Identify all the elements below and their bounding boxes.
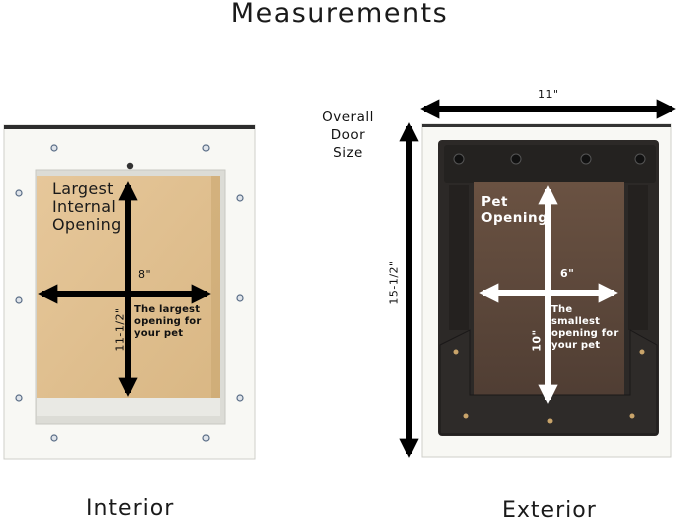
exterior-dimension-arrows <box>479 185 618 404</box>
interior-height-label: 11-1/2" <box>113 307 127 352</box>
screw-heads <box>15 144 244 442</box>
interior-dimension-arrows <box>38 181 211 397</box>
interior-note: The largest opening for your pet <box>134 304 202 339</box>
overall-size-label: Overall Door Size <box>322 109 374 161</box>
interior-width-label: 8" <box>138 268 152 281</box>
overall-dimension-arrows <box>399 99 676 458</box>
page-title: Measurements <box>230 0 449 29</box>
exterior-note: The smallest opening for your pet <box>551 304 619 351</box>
exterior-width-label: 6" <box>560 267 575 280</box>
overall-width-label: 11" <box>538 88 559 101</box>
exterior-height-label: 10" <box>530 329 544 352</box>
exterior-caption: Exterior <box>502 498 597 523</box>
interior-caption: Interior <box>86 496 175 521</box>
interior-opening-label: Largest Internal Opening <box>52 179 122 234</box>
overall-height-label: 15-1/2" <box>387 260 401 305</box>
exterior-opening-label: Pet Opening <box>481 194 549 226</box>
